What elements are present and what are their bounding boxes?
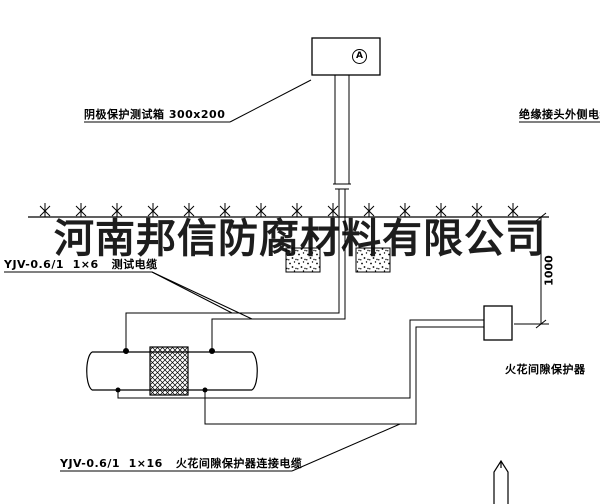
spark-gap-protector-box [483,305,513,341]
insulating-joint [149,346,189,396]
test-cable-label: YJV-0.6/1 1×6 测试电缆 [4,258,158,271]
ammeter-letter: A [356,51,363,61]
ammeter-circle [352,49,367,64]
conduit [333,75,351,292]
pipe-riser-symbol [493,459,509,504]
concrete-block-left [285,247,321,273]
spark-gap-protector-label: 火花间隙保护器 [505,363,586,376]
protector-cable-lines [117,319,484,425]
insulating-joint-cable-label: 绝缘接头外侧电缆 [519,108,600,121]
ground-hatch-symbols [39,202,519,218]
protector-cable-label: YJV-0.6/1 1×16 火花间隙保护器连接电缆 [60,457,303,470]
test-box [311,37,381,76]
concrete-block-right [355,247,391,273]
label-leaders [4,79,600,472]
dimension-text: 1000 [542,255,556,286]
dimension-line [514,212,549,329]
test-cable-lines [125,292,346,349]
test-box-label: 阴极保护测试箱 300x200 [84,108,226,121]
